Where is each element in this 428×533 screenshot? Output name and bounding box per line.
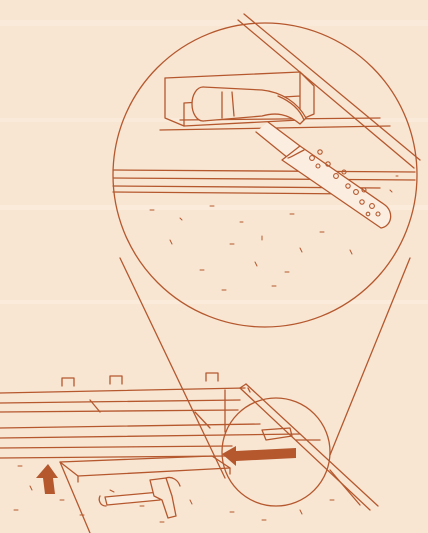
magnified-speckles [149,175,399,291]
hammer-icon [191,86,392,229]
arrow-left-icon [222,446,296,466]
new-board [59,455,231,483]
spacer-wedges [61,372,251,393]
wall-line [239,383,379,511]
grip-dots [309,149,381,217]
floor-lines [59,461,361,533]
wall-edge [237,13,421,169]
arrow-up-icon [36,464,58,494]
small-hammer-icon [98,476,181,519]
small-magnifier-circle [221,397,331,507]
magnifier-circle [112,22,418,479]
